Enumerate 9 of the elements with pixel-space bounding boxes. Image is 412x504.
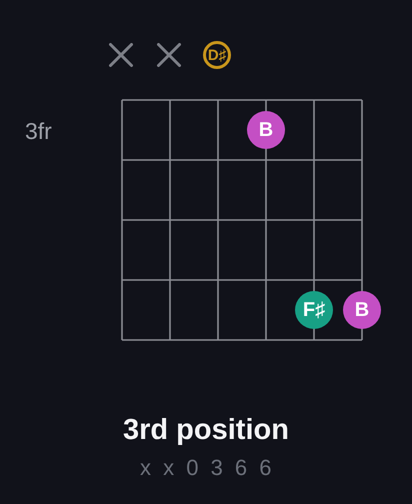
note-dot: B (343, 291, 381, 329)
note-dot: F♯ (295, 291, 333, 329)
caption: 3rd position (123, 416, 289, 445)
cross-icon (109, 43, 133, 67)
fret-number: 3fr (25, 120, 52, 143)
string-fingering: x x 0 3 6 6 (139, 457, 275, 479)
note-dot: B (247, 111, 285, 149)
note-ring: D♯ (203, 41, 231, 69)
cross-icon (157, 43, 181, 67)
